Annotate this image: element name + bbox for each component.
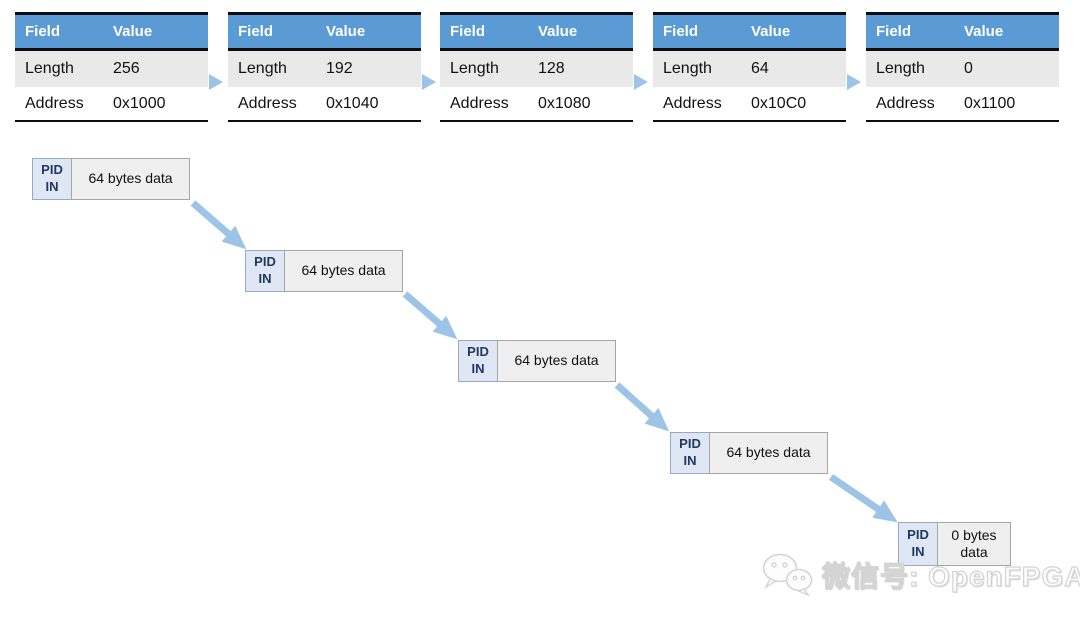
data-payload: 0 bytes data [937,522,1011,566]
pid-label: PID [254,254,276,270]
length-label: Length [238,60,287,77]
flow-arrow-2 [402,291,458,340]
length-label: Length [876,60,925,77]
length-row: Length 128 [440,51,633,87]
pid-token: PID IN [32,158,72,200]
field-column-header: Field [25,23,61,40]
address-value: 0x1100 [964,94,1016,112]
table-next-arrow-icon [847,74,861,90]
table-header-row: Field Value [15,15,208,51]
length-row: Length 192 [228,51,421,87]
address-row: Address 0x1100 [866,87,1059,120]
descriptor-table-4: Field Value Length 64 Address 0x10C0 [653,12,846,122]
address-row: Address 0x1000 [15,87,208,120]
length-value: 128 [538,60,565,77]
length-label: Length [663,60,712,77]
length-label: Length [25,60,74,77]
length-label: Length [450,60,499,77]
length-row: Length 64 [653,51,846,87]
value-column-header: Value [538,23,578,40]
table-header-row: Field Value [440,15,633,51]
pid-direction: IN [911,544,925,559]
address-label: Address [25,94,84,112]
data-payload: 64 bytes data [709,432,828,474]
pid-token: PID IN [458,340,498,382]
address-row: Address 0x10C0 [653,87,846,120]
watermark: 微信号: OpenFPGA [758,551,1080,599]
pid-label: PID [679,436,701,452]
pid-direction: IN [683,453,697,468]
descriptor-table-5: Field Value Length 0 Address 0x1100 [866,12,1059,122]
data-payload: 64 bytes data [71,158,190,200]
packet-1: PID IN 64 bytes data [32,158,190,200]
length-value: 0 [964,60,973,77]
flow-arrow-3 [614,382,670,432]
packet-2: PID IN 64 bytes data [245,250,403,292]
descriptor-table-1: Field Value Length 256 Address 0x1000 [15,12,208,122]
length-row: Length 256 [15,51,208,87]
table-header-row: Field Value [228,15,421,51]
address-row: Address 0x1080 [440,87,633,120]
length-value: 192 [326,60,353,77]
address-value: 0x1040 [326,94,379,112]
table-next-arrow-icon [209,74,223,90]
table-header-row: Field Value [653,15,846,51]
address-label: Address [238,94,297,112]
flow-arrow-1 [190,200,247,250]
pid-direction: IN [471,361,485,376]
pid-direction: IN [45,179,59,194]
wechat-icon [762,553,813,597]
address-value: 0x1080 [538,94,591,112]
field-column-header: Field [450,23,486,40]
pid-direction: IN [258,271,272,286]
length-value: 256 [113,60,140,77]
address-value: 0x10C0 [751,94,807,112]
field-column-header: Field [238,23,274,40]
table-next-arrow-icon [422,74,436,90]
data-payload: 64 bytes data [284,250,403,292]
pid-label: PID [41,162,63,178]
table-header-row: Field Value [866,15,1059,51]
packet-3: PID IN 64 bytes data [458,340,616,382]
value-column-header: Value [326,23,366,40]
value-column-header: Value [751,23,791,40]
table-next-arrow-icon [634,74,648,90]
packet-5: PID IN 0 bytes data [898,522,1011,566]
data-payload: 64 bytes data [497,340,616,382]
watermark-text: 微信号: OpenFPGA [821,560,1080,592]
pid-label: PID [907,527,929,543]
address-row: Address 0x1040 [228,87,421,120]
address-value: 0x1000 [113,94,166,112]
pid-label: PID [467,344,489,360]
length-row: Length 0 [866,51,1059,87]
value-column-header: Value [964,23,1004,40]
value-column-header: Value [113,23,153,40]
descriptor-table-3: Field Value Length 128 Address 0x1080 [440,12,633,122]
address-label: Address [450,94,509,112]
pid-token: PID IN [245,250,285,292]
descriptor-table-2: Field Value Length 192 Address 0x1040 [228,12,421,122]
address-label: Address [663,94,722,112]
address-label: Address [876,94,935,112]
field-column-header: Field [876,23,912,40]
length-value: 64 [751,60,769,77]
field-column-header: Field [663,23,699,40]
flow-arrow-4 [829,474,898,523]
packet-4: PID IN 64 bytes data [670,432,828,474]
pid-token: PID IN [898,522,938,566]
pid-token: PID IN [670,432,710,474]
